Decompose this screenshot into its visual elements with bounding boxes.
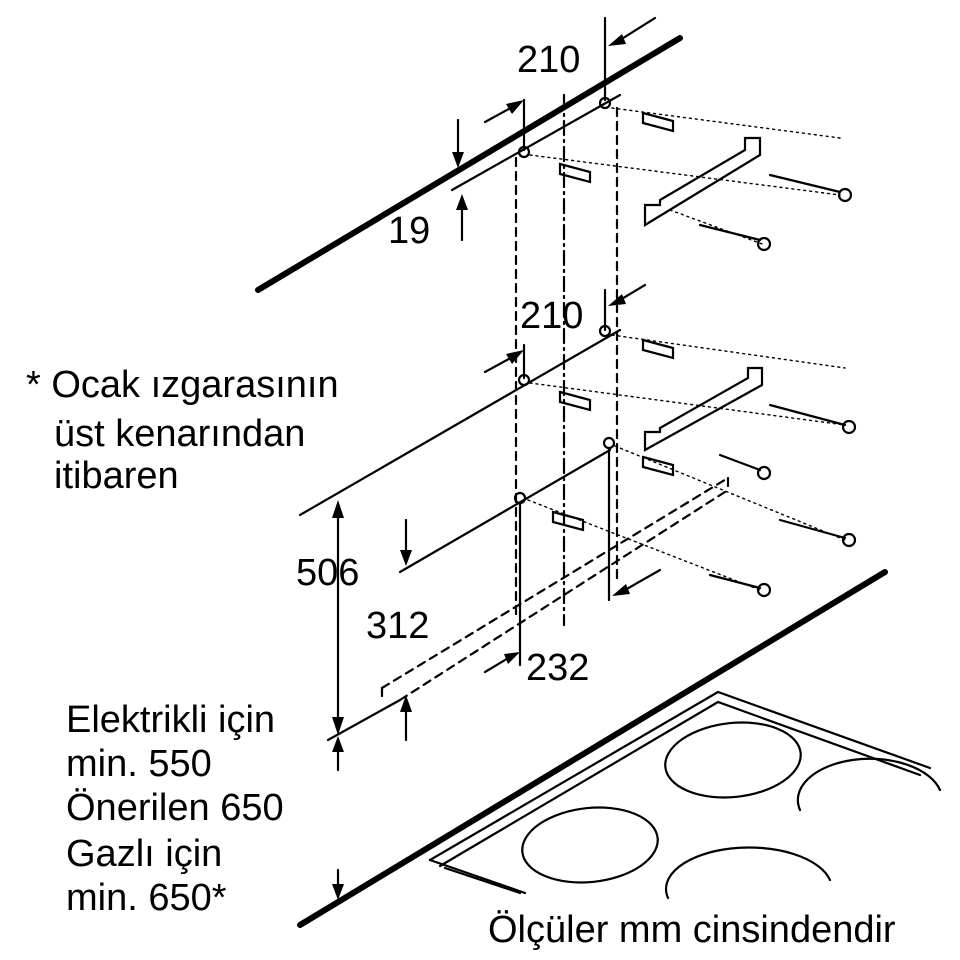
hole-marker	[598, 96, 612, 110]
note-line-2: üst kenarından	[54, 413, 305, 455]
upper-plane-line	[450, 93, 622, 192]
depth-232-label: 232	[526, 647, 589, 689]
units-footer: Ölçüler mm cinsindendir	[488, 909, 896, 951]
clearance-line-2: min. 550	[66, 743, 212, 785]
depth-232-dimension	[483, 568, 662, 674]
height-506-dimension	[332, 500, 412, 735]
hole-marker	[517, 145, 531, 159]
clearance-dimension	[326, 695, 412, 900]
ceiling-line	[255, 35, 683, 293]
hole-marker	[602, 436, 616, 450]
mid-210-dimension	[483, 283, 647, 380]
hole-marker	[517, 373, 531, 387]
burner	[796, 757, 942, 812]
upper-bracket-assembly	[529, 107, 853, 252]
hood-outline	[380, 476, 730, 702]
clearance-line-3: Önerilen 650	[66, 787, 284, 829]
cooktop-line	[297, 569, 888, 928]
height-506-label: 506	[296, 552, 359, 594]
top-spacing-label: 210	[517, 39, 580, 81]
depth-312-label: 312	[366, 605, 429, 647]
clearance-line-1: Elektrikli için	[66, 699, 275, 741]
lower-bracket-assembly	[527, 334, 857, 598]
burner	[664, 846, 832, 900]
burner	[521, 806, 659, 884]
top-210-dimension	[483, 16, 657, 152]
top-offset-label: 19	[388, 210, 430, 252]
lower-plane-line	[398, 448, 612, 574]
note-line-1: * Ocak ızgarasının	[26, 364, 339, 406]
middle-plane-line	[298, 328, 622, 517]
clearance-line-4: Gazlı için	[66, 833, 222, 875]
note-line-3: itibaren	[54, 455, 179, 497]
clearance-line-5: min. 650*	[66, 877, 227, 919]
hole-marker	[598, 324, 612, 338]
mid-spacing-label: 210	[520, 295, 583, 337]
cooktop	[428, 690, 942, 900]
burner	[664, 721, 802, 799]
offset-19-dimension	[452, 118, 468, 242]
